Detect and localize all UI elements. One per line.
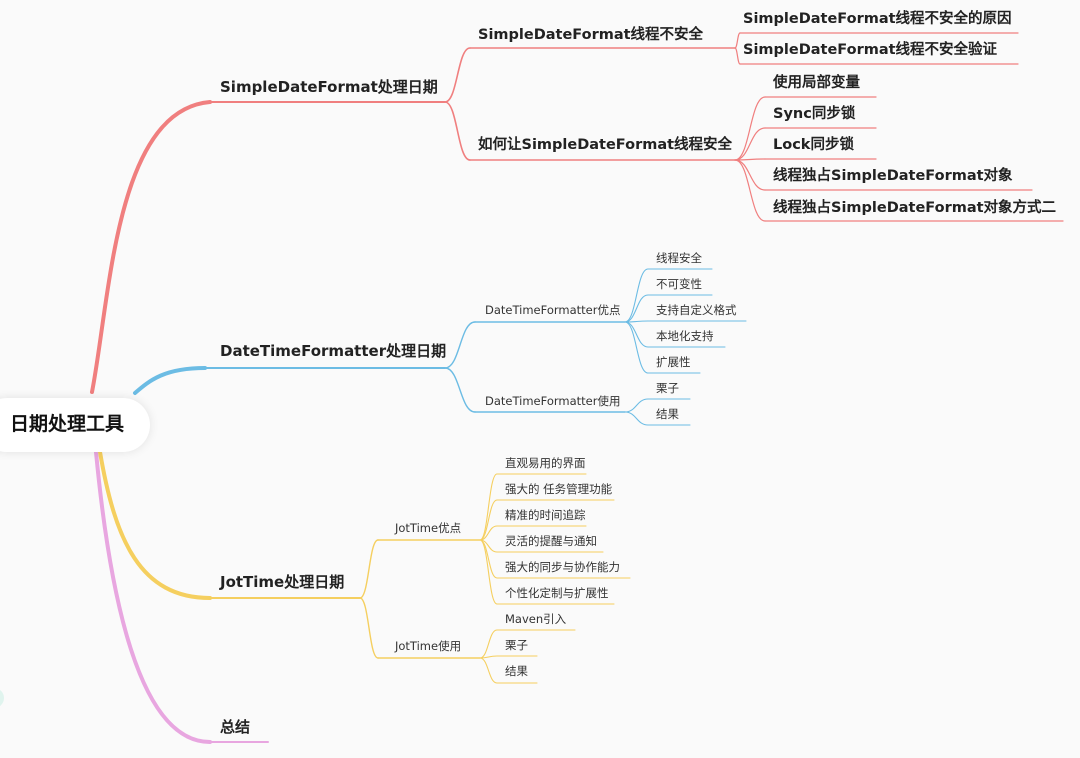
connector-root-dtf xyxy=(133,366,207,395)
connector-dtf-adv xyxy=(444,321,476,369)
connector-safe-item-1 xyxy=(734,127,766,161)
connector-dtf-use-item-1 xyxy=(624,411,649,426)
connector-unsafe-reason xyxy=(734,32,741,49)
connector-unsafe-verify xyxy=(734,47,741,65)
edge-decoration xyxy=(0,688,4,708)
connector-safe-item-3 xyxy=(734,159,766,191)
node-jot-ui[interactable]: 直观易用的界面 xyxy=(505,456,586,470)
connector-sdf-safe xyxy=(444,101,471,161)
node-dtf-result[interactable]: 结果 xyxy=(656,407,679,421)
node-dtf-example[interactable]: 栗子 xyxy=(656,381,679,395)
node-dtf-extensibility[interactable]: 扩展性 xyxy=(656,355,691,369)
node-jot-sync[interactable]: 强大的同步与协作能力 xyxy=(505,560,620,574)
node-sdf-local-var[interactable]: 使用局部变量 xyxy=(773,75,860,91)
node-sdf-unsafe-verify[interactable]: SimpleDateFormat线程不安全验证 xyxy=(743,42,998,58)
node-jot-tracking[interactable]: 精准的时间追踪 xyxy=(505,508,586,522)
root-node[interactable]: 日期处理工具 xyxy=(10,413,125,435)
connector-jot-adv-item-0 xyxy=(479,473,498,541)
node-jot-result[interactable]: 结果 xyxy=(505,664,528,678)
node-jot-usage[interactable]: JotTime使用 xyxy=(395,639,462,653)
branch-simpledateformat[interactable]: SimpleDateFormat处理日期 xyxy=(220,78,438,96)
node-jot-task[interactable]: 强大的 任务管理功能 xyxy=(505,482,613,496)
node-dtf-usage[interactable]: DateTimeFormatter使用 xyxy=(485,394,621,408)
connector-dtf-adv-item-0 xyxy=(624,268,649,323)
connector-jot-use xyxy=(359,597,379,659)
node-sdf-unsafe[interactable]: SimpleDateFormat线程不安全 xyxy=(478,27,704,43)
node-dtf-thread-safe[interactable]: 线程安全 xyxy=(656,251,702,265)
node-jot-example[interactable]: 栗子 xyxy=(505,638,528,652)
connector-jot-adv-item-2 xyxy=(479,525,498,541)
node-sdf-lock[interactable]: Lock同步锁 xyxy=(773,137,854,153)
connector-jot-adv xyxy=(359,539,379,599)
connector-jot-use-item-2 xyxy=(479,657,498,684)
node-dtf-advantages[interactable]: DateTimeFormatter优点 xyxy=(485,303,621,317)
connector-dtf-use xyxy=(444,367,476,413)
connector-dtf-use-item-0 xyxy=(624,398,649,413)
branch-summary[interactable]: 总结 xyxy=(220,718,251,736)
node-sdf-threadlocal[interactable]: 线程独占SimpleDateFormat对象 xyxy=(773,168,1013,184)
connector-jot-adv-item-5 xyxy=(479,539,498,605)
node-dtf-custom-format[interactable]: 支持自定义格式 xyxy=(656,303,737,317)
connector-sdf-unsafe xyxy=(444,47,471,103)
node-jot-custom[interactable]: 个性化定制与扩展性 xyxy=(505,586,609,600)
node-jot-advantages[interactable]: JotTime优点 xyxy=(395,521,462,535)
node-sdf-sync-lock[interactable]: Sync同步锁 xyxy=(773,106,856,122)
node-sdf-unsafe-reason[interactable]: SimpleDateFormat线程不安全的原因 xyxy=(743,11,1012,27)
branch-datetimeformatter[interactable]: DateTimeFormatter处理日期 xyxy=(220,342,447,360)
branch-jottime[interactable]: JotTime处理日期 xyxy=(220,573,345,591)
connector-root-summary xyxy=(94,450,212,744)
node-sdf-threadlocal-2[interactable]: 线程独占SimpleDateFormat对象方式二 xyxy=(773,200,1057,216)
node-jot-reminder[interactable]: 灵活的提醒与通知 xyxy=(505,534,597,548)
connector-dtf-adv-item-1 xyxy=(624,294,649,323)
node-dtf-localization[interactable]: 本地化支持 xyxy=(656,329,714,343)
connector-safe-item-4 xyxy=(734,159,766,222)
node-jot-maven[interactable]: Maven引入 xyxy=(505,612,567,626)
connector-jot-use-item-0 xyxy=(479,629,498,659)
node-sdf-safe[interactable]: 如何让SimpleDateFormat线程安全 xyxy=(478,137,733,153)
connector-root-sdf xyxy=(90,100,212,394)
root-node-bubble xyxy=(0,398,150,452)
connector-jot-adv-item-1 xyxy=(479,499,498,541)
connector-safe-item-0 xyxy=(734,96,766,161)
node-dtf-immutable[interactable]: 不可变性 xyxy=(656,277,702,291)
connector-root-jot xyxy=(98,450,212,600)
connector-dtf-adv-item-3 xyxy=(624,321,649,348)
connector-dtf-adv-item-4 xyxy=(624,321,649,374)
